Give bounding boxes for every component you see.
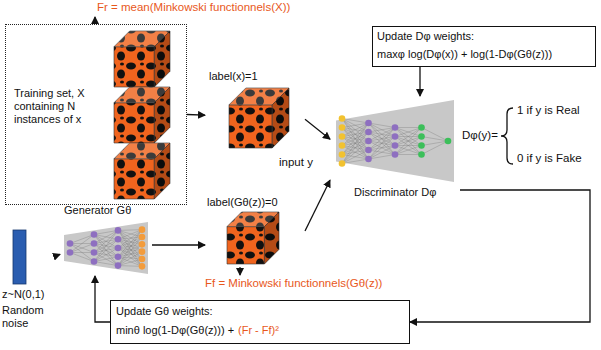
node-text: Random noise bbox=[2, 304, 52, 330]
real-sample: label(x)=1 bbox=[205, 70, 305, 152]
node-text: label(x)=1 bbox=[209, 70, 258, 83]
node-text: maxφ log(Dφ(x)) + log(1-Dφ(Gθ(z))) bbox=[377, 48, 552, 61]
flow-arrow bbox=[410, 190, 590, 322]
node-text: z~N(0,1) bbox=[2, 288, 45, 301]
porous-cube bbox=[229, 88, 289, 148]
node-text: Training set, X containing N instances o… bbox=[14, 87, 102, 127]
output-case: 1 if y is Real bbox=[517, 104, 580, 118]
node-text: minθ log(1-Dφ(Gθ(z))) + bbox=[116, 324, 234, 337]
porous-cube bbox=[114, 143, 170, 199]
porous-cube bbox=[227, 212, 279, 264]
discriminator-network: Discriminator Dφ bbox=[330, 96, 460, 204]
porous-cube bbox=[114, 87, 170, 143]
flow-arrow bbox=[305, 119, 330, 139]
update-g-box: Update Gθ weights: minθ log(1-Dφ(Gθ(z))) … bbox=[110, 300, 410, 344]
random-noise: z~N(0,1) Random noise bbox=[2, 228, 57, 338]
update-d-box: Update Dφ weights: maxφ log(Dφ(x)) + log(… bbox=[372, 26, 596, 67]
fake-sample: label(Gθ(z))=0 bbox=[205, 196, 305, 266]
node-text: Discriminator Dφ bbox=[354, 186, 436, 199]
network-body bbox=[64, 222, 148, 274]
training-set-box: Training set, X containing N instances o… bbox=[5, 24, 187, 205]
formula-note: Fr = mean(Minkowski functionnels(X)) bbox=[97, 1, 290, 15]
flow-arrow bbox=[187, 114, 205, 116]
flow-arrow bbox=[419, 67, 420, 96]
output-brace bbox=[501, 108, 513, 164]
leader-arrow bbox=[94, 17, 95, 23]
node-text: (Fr - Ff)² bbox=[238, 324, 279, 337]
leader-arrow bbox=[239, 267, 240, 275]
porous-cube bbox=[114, 31, 170, 87]
node-text: Generator Gθ bbox=[64, 204, 131, 217]
node-text: label(Gθ(z))=0 bbox=[207, 196, 278, 209]
flow-arrow bbox=[57, 254, 60, 255]
flow-arrow bbox=[305, 180, 330, 231]
flow-arrow bbox=[152, 244, 205, 245]
network-body bbox=[336, 100, 454, 182]
node-text: Update Dφ weights: bbox=[377, 30, 474, 43]
input-label: input y bbox=[279, 156, 313, 170]
output-case: 0 if y is Fake bbox=[517, 152, 582, 166]
output-label: Dφ(y)= bbox=[462, 129, 498, 143]
flow-arrow bbox=[95, 276, 110, 322]
node-drawing bbox=[205, 70, 305, 152]
generator-network: Generator Gθ bbox=[60, 204, 152, 276]
formula-note: Ff = Minkowski functionnels(Gθ(z)) bbox=[205, 277, 382, 291]
noise-vector bbox=[13, 230, 26, 284]
node-text: Update Gθ weights: bbox=[116, 305, 213, 318]
